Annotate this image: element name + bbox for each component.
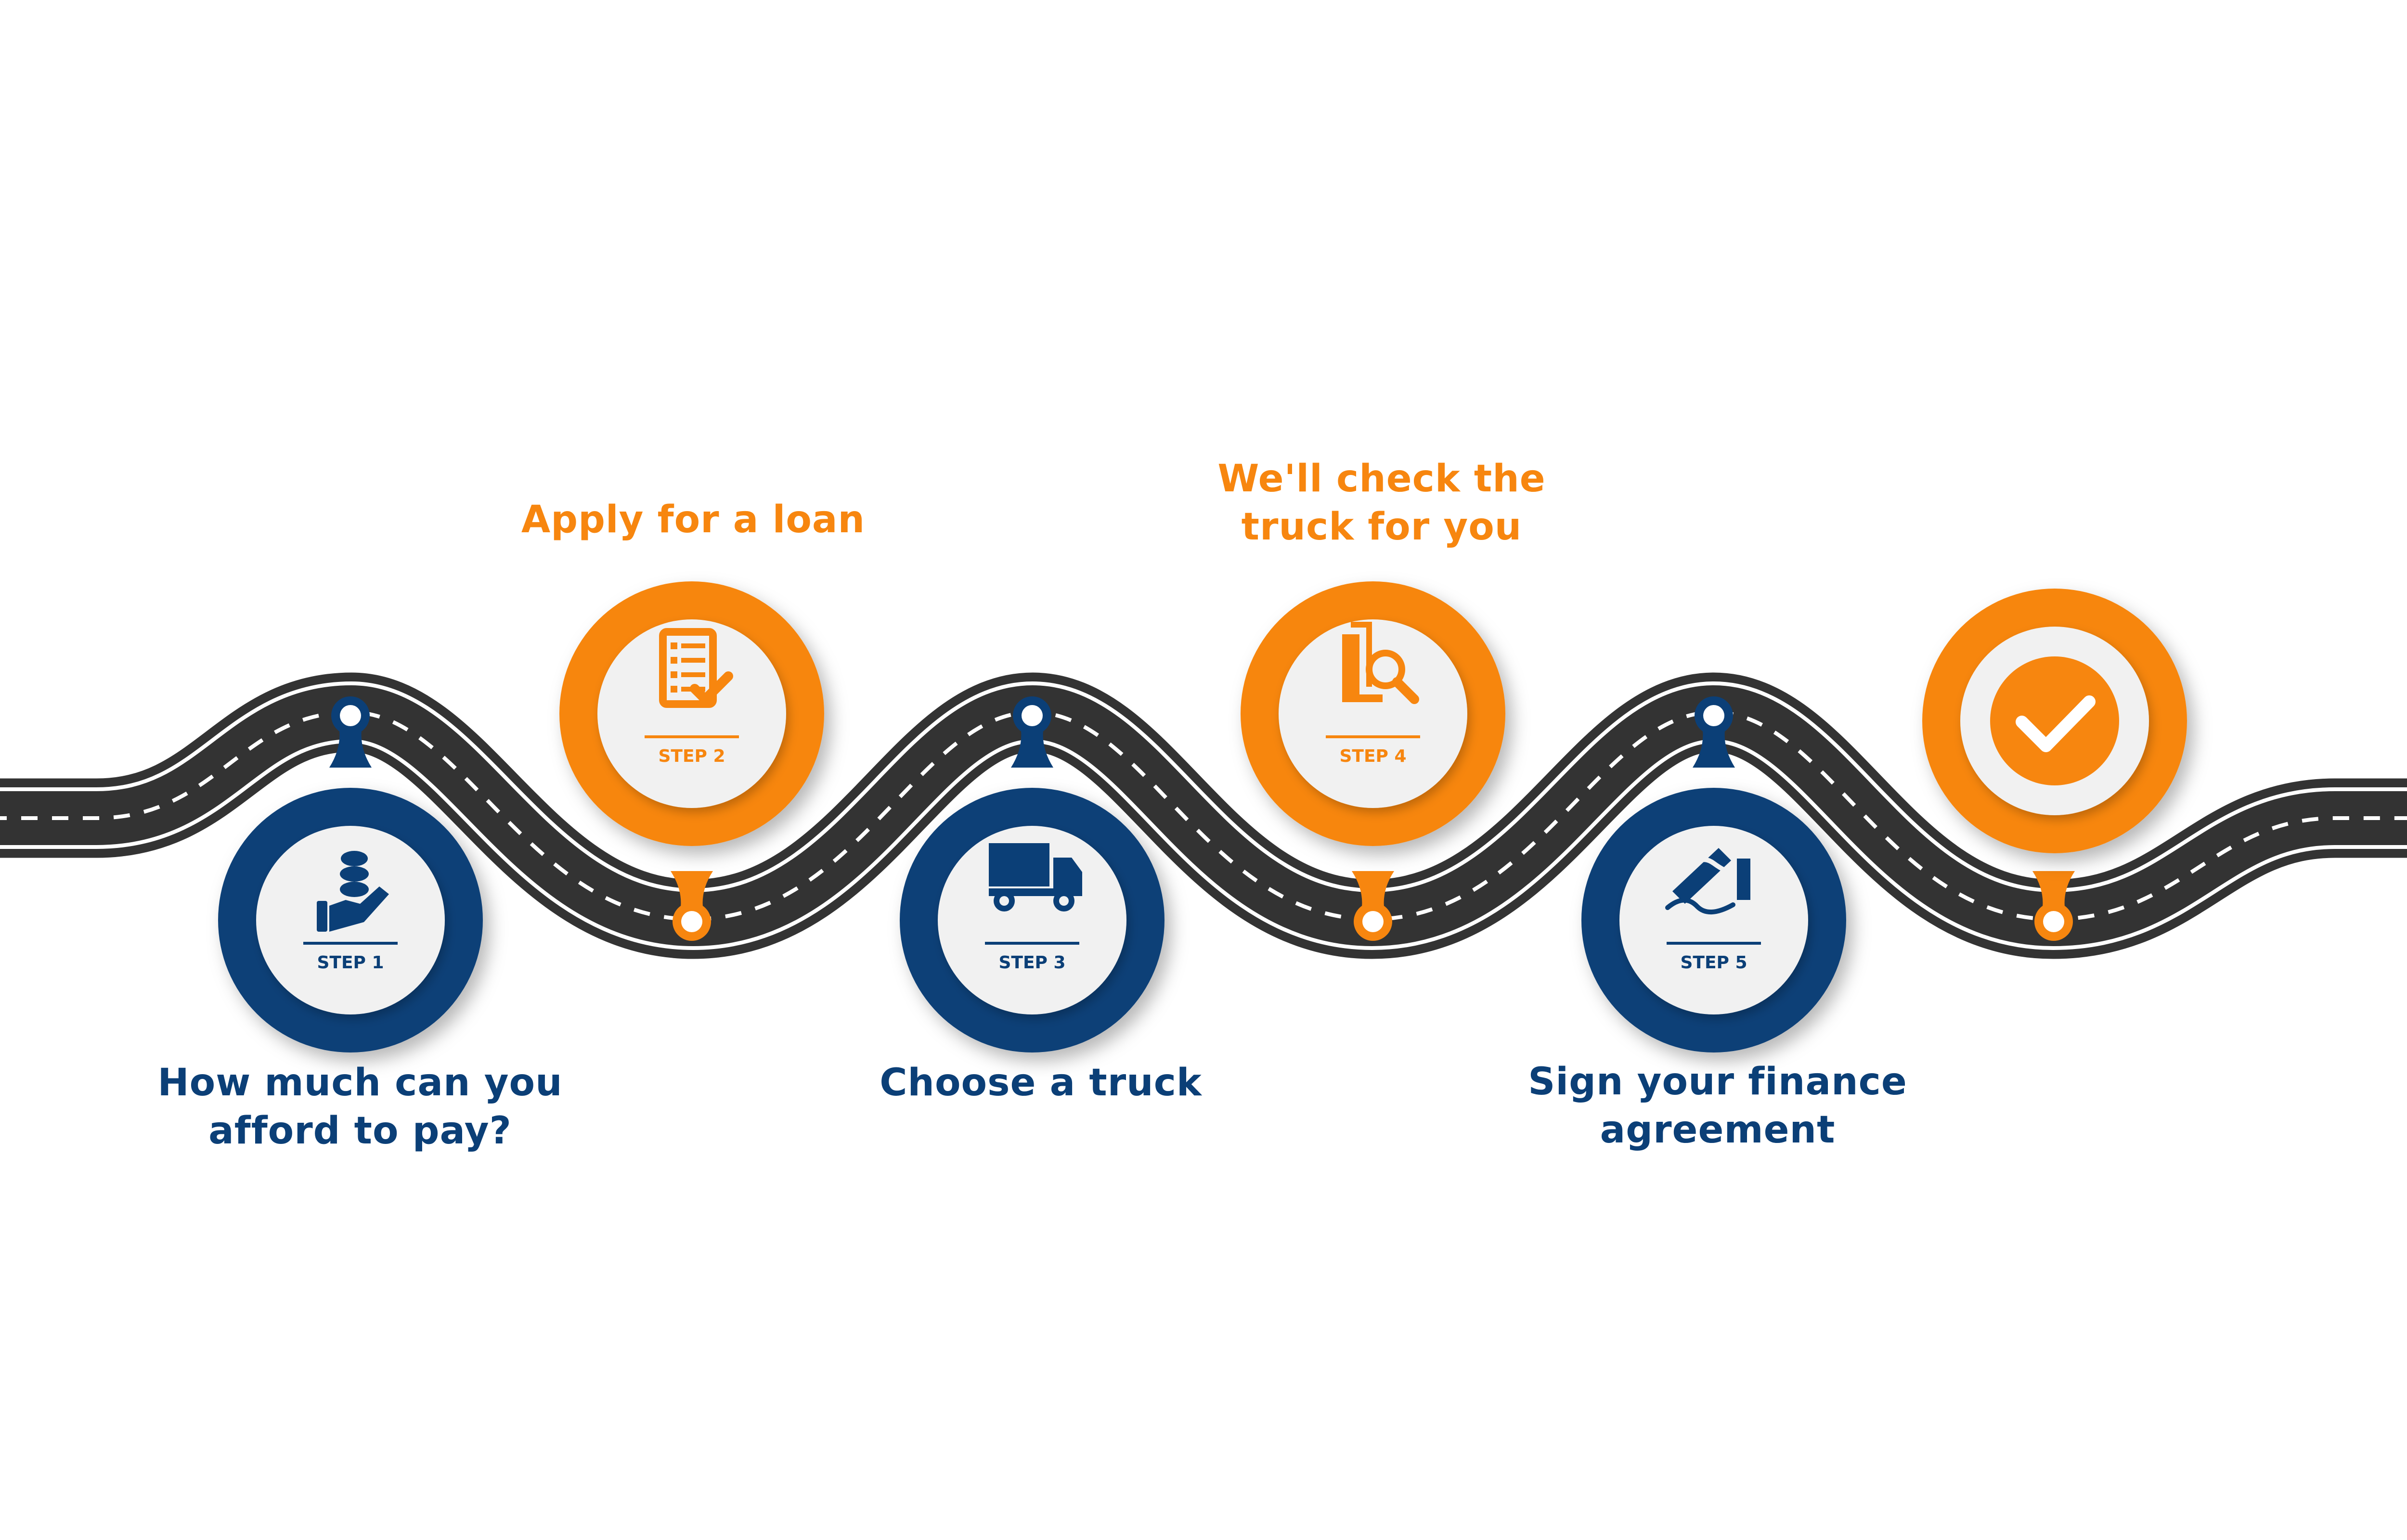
step-2-caption: Apply for a loan — [428, 496, 958, 544]
step-1-caption-line-2: afford to pay? — [208, 1109, 512, 1153]
final-badge — [1922, 589, 2187, 853]
step-3-badge: STEP 3 — [900, 788, 1165, 1052]
pin-dot-center-5 — [1703, 705, 1724, 726]
step-4-label: STEP 4 — [1339, 746, 1406, 766]
step-4-caption-line-1: We'll check the — [1217, 457, 1546, 500]
step-5-caption-line-1: Sign your finance — [1528, 1060, 1907, 1104]
pin-dot-center-1 — [340, 705, 361, 726]
step-2-label: STEP 2 — [658, 746, 725, 766]
step-2-caption-line-1: Apply for a loan — [521, 498, 866, 541]
pin-dot-center-4 — [1362, 911, 1384, 932]
step-4-caption-line-2: truck for you — [1241, 505, 1522, 549]
document-search-icon — [1342, 622, 1419, 704]
step-1-caption-line-1: How much can you — [157, 1061, 563, 1104]
pin-dot-center-2 — [681, 911, 702, 932]
step-4-badge: STEP 4 — [1241, 581, 1505, 846]
step-5-caption: Sign your finance agreement — [1453, 1058, 1982, 1154]
truck-icon — [989, 843, 1082, 911]
step-5-disc — [1619, 826, 1808, 1014]
step-3-label: STEP 3 — [998, 953, 1065, 973]
checklist-icon — [659, 628, 733, 708]
step-4-caption: We'll check the truck for you — [1117, 455, 1646, 551]
step-1-caption: How much can you afford to pay? — [95, 1059, 625, 1155]
step-5-badge: STEP 5 — [1581, 788, 1846, 1052]
step-3-caption: Choose a truck — [776, 1059, 1306, 1107]
step-4-disc — [1279, 619, 1467, 808]
step-5-caption-line-2: agreement — [1600, 1108, 1836, 1152]
checkmark-icon — [2016, 695, 2096, 752]
pin-dot-center-3 — [1022, 705, 1043, 726]
step-1-label: STEP 1 — [317, 953, 384, 973]
step-2-badge: STEP 2 — [559, 581, 824, 846]
hand-coins-icon — [317, 851, 389, 932]
step-2-disc — [597, 619, 786, 808]
road-center-dashes — [0, 710, 2407, 922]
step-3-caption-line-1: Choose a truck — [880, 1061, 1202, 1104]
signing-pen-icon — [1665, 848, 1750, 914]
pin-dot-center-6 — [2043, 911, 2064, 932]
final-check-circle — [1990, 656, 2119, 785]
step-5-label: STEP 5 — [1680, 953, 1747, 973]
step-1-badge: STEP 1 — [218, 788, 483, 1052]
